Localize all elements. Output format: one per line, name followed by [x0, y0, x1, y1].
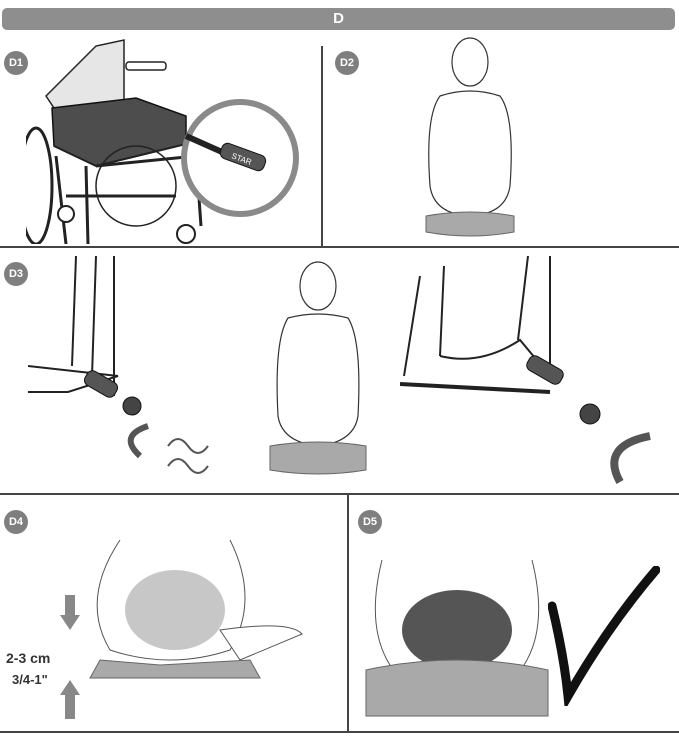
row-divider-2 [0, 493, 679, 495]
row-divider-3 [0, 731, 679, 733]
measurement-imperial: 3/4-1" [12, 672, 48, 687]
step-badge-d4: D4 [4, 510, 28, 534]
section-header: D [2, 8, 675, 30]
step-badge-d1: D1 [4, 51, 28, 75]
step-badge-d5: D5 [358, 510, 382, 534]
step-badge-d3: D3 [4, 262, 28, 286]
wheelchair-cushion-illustration: STAR [26, 39, 299, 244]
valve-open-illustration [28, 256, 209, 474]
check-mark-icon [548, 566, 660, 706]
row-divider-1 [0, 246, 679, 248]
step-badge-d2: D2 [335, 51, 359, 75]
seated-person-illustration [425, 37, 515, 237]
valve-close-illustration [400, 256, 651, 484]
person-on-cushion-illustration [269, 261, 367, 475]
pelvis-on-cushion-illustration [365, 559, 549, 717]
col-divider-top [321, 46, 323, 246]
col-divider-bottom [347, 494, 349, 731]
pelvis-measurement-illustration [60, 539, 303, 719]
measurement-metric: 2-3 cm [6, 650, 51, 666]
